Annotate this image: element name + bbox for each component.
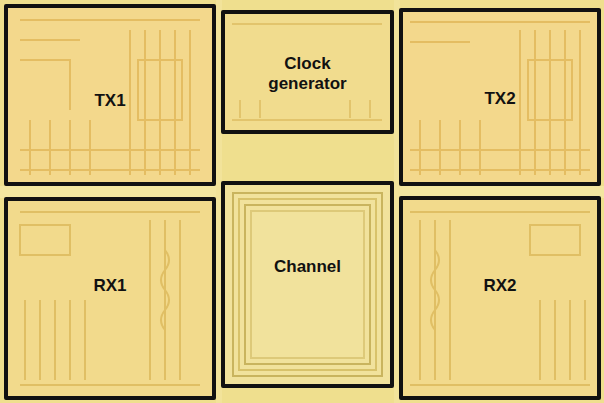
- block-label: RX1: [93, 276, 126, 296]
- channel-block: Channel: [221, 181, 394, 388]
- block-label: TX2: [484, 89, 515, 109]
- rx-block: RX2: [399, 196, 601, 400]
- block-label: RX2: [483, 276, 516, 296]
- block-label: Channel: [274, 257, 341, 277]
- tx-block: TX1: [4, 4, 216, 186]
- clock-block: Clock generator: [221, 10, 394, 134]
- tx-block: TX2: [399, 8, 601, 186]
- block-label: Clock generator: [258, 54, 358, 95]
- block-label: TX1: [94, 91, 125, 111]
- rx-block: RX1: [4, 197, 216, 400]
